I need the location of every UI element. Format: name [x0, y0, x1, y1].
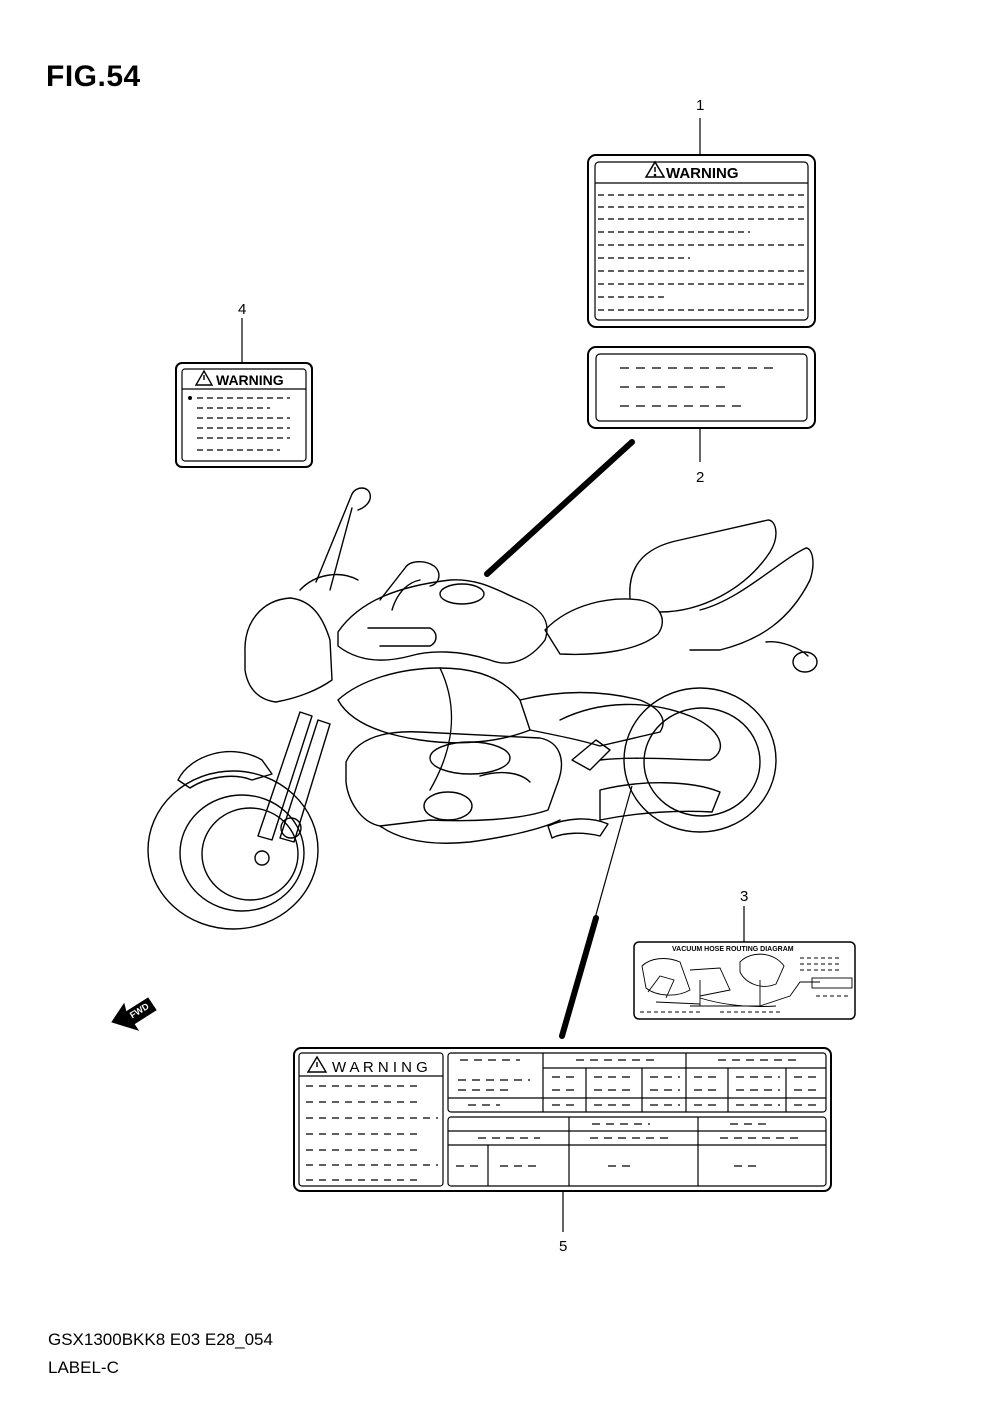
label-3-heading: VACUUM HOSE ROUTING DIAGRAM	[672, 946, 794, 953]
label-3-schematic	[641, 953, 853, 1007]
warning-triangle-icon	[644, 160, 666, 178]
label-5-table-text	[458, 1059, 822, 1106]
callout-2: 2	[696, 469, 704, 486]
leader-label-5	[559, 915, 599, 1039]
label-5-warning-table[interactable]: W A R N I N G	[293, 1047, 832, 1192]
label-2[interactable]	[587, 346, 816, 429]
label-3-vacuum-hose[interactable]: VACUUM HOSE ROUTING DIAGRAM	[633, 941, 856, 1020]
label-5-heading: W A R N I N G	[332, 1059, 428, 1076]
label-4-warning[interactable]: WARNING	[175, 362, 313, 468]
callout-5: 5	[559, 1238, 567, 1255]
callout-4: 4	[238, 301, 246, 318]
label-1-heading: WARNING	[666, 165, 739, 182]
section-name: LABEL-C	[48, 1358, 119, 1377]
label-4-text-lines	[197, 397, 290, 451]
motorcycle-illustration	[147, 487, 818, 930]
label-4-heading: WARNING	[216, 372, 284, 388]
figure-title: FIG.54	[46, 60, 141, 93]
label-5-lower-text	[456, 1123, 800, 1167]
label-1-warning[interactable]: WARNING	[587, 154, 816, 328]
fwd-arrow-icon: FWD	[111, 997, 157, 1031]
model-code: GSX1300BKK8 E03 E28_054	[48, 1330, 273, 1349]
label-2-text-lines	[620, 367, 780, 407]
warning-triangle-icon	[194, 369, 214, 386]
warning-triangle-icon	[306, 1055, 328, 1073]
label-5-left-text-lines	[306, 1085, 438, 1181]
leader-label-2	[484, 439, 635, 577]
label-3-notes	[640, 957, 850, 1013]
callout-3: 3	[740, 888, 748, 905]
label-1-text-lines	[598, 194, 806, 311]
callout-1: 1	[696, 97, 704, 114]
